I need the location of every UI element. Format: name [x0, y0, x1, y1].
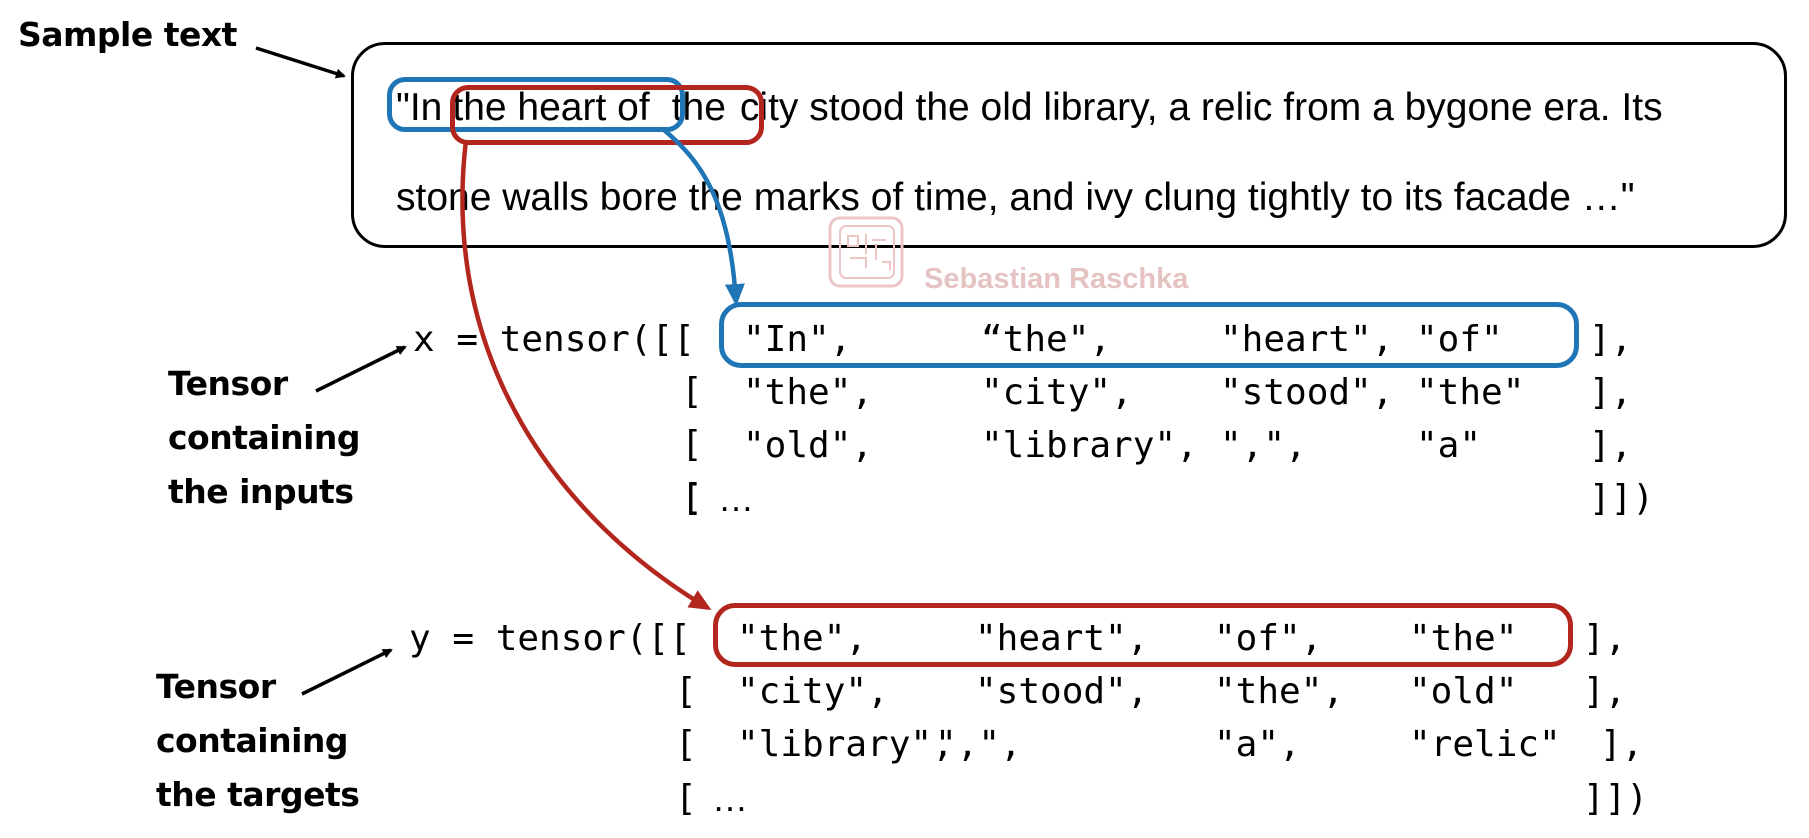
sample-label-arrow — [255, 46, 346, 79]
x-final-close: ]]) — [1589, 478, 1655, 519]
x-cell-3-3: ",", — [1220, 425, 1307, 466]
x-row-2-close: ], — [1589, 372, 1633, 413]
target-mapping-arrow — [460, 139, 712, 611]
y-row-4-bracket: [ — [675, 778, 697, 819]
watermark-seal-icon — [828, 216, 904, 288]
x-row-1-close: ], — [1589, 319, 1633, 360]
y-cell-2-1: "city", — [737, 671, 889, 712]
sample-text-label: Sample text — [18, 15, 237, 54]
x-row-4-ellipsis-text: … — [718, 478, 754, 519]
y-cell-1-1: "the", — [737, 618, 868, 659]
y-cell-3-1: "library", — [737, 724, 954, 765]
inputs-label-arrow — [315, 345, 407, 393]
sample-text-box — [351, 42, 1787, 248]
x-cell-2-4: "the" — [1416, 372, 1525, 413]
x-row-4-bracket: [ — [681, 478, 703, 519]
y-target-highlight — [713, 603, 1573, 667]
sample-phrase-heart: the heart of — [452, 86, 650, 129]
y-cell-2-4: "old" — [1409, 671, 1518, 712]
x-cell-3-4: "a" — [1416, 425, 1482, 466]
x-row-3-open: [ — [681, 477, 703, 518]
x-cell-3-1: "old", — [743, 425, 874, 466]
y-cell-2-2: "stood", — [975, 671, 1149, 712]
y-cell-1-3: "of", — [1214, 618, 1323, 659]
y-row-2-open: [ — [675, 671, 697, 712]
targets-tensor-label: Tensor containing the targets — [156, 667, 360, 814]
x-cell-1-2: “the", — [981, 319, 1112, 360]
x-cell-1-1: "In", — [743, 319, 852, 360]
y-tensor-prefix: y = tensor([[ — [409, 618, 691, 659]
y-cell-2-3: "the", — [1214, 671, 1345, 712]
x-row-1-open: [ — [681, 371, 703, 412]
y-cell-3-3: "a", — [1214, 724, 1301, 765]
y-row-2-close: ], — [1583, 671, 1627, 712]
y-final-close: ]]) — [1583, 778, 1649, 819]
x-cell-1-3: "heart", — [1220, 319, 1394, 360]
y-cell-1-4: "the" — [1409, 618, 1518, 659]
y-cell-3-2: ",", — [935, 724, 1022, 765]
y-row-3-close: ], — [1600, 724, 1644, 765]
label-pointer-arrows — [255, 46, 407, 696]
sample-target-highlight — [450, 85, 764, 145]
input-mapping-arrow — [662, 128, 745, 306]
sample-line-1-rest: city stood the old library, a relic from… — [739, 86, 1663, 129]
x-cell-3-2: "library", — [981, 425, 1198, 466]
watermark: Sebastian Raschka — [924, 263, 1189, 295]
sample-text-line-2: stone walls bore the marks of time, and … — [396, 176, 1635, 219]
inputs-tensor-label: Tensor containing the inputs — [168, 364, 361, 511]
x-cell-2-1: "the", — [743, 372, 874, 413]
y-row-3-open: [ — [675, 724, 697, 765]
y-row-1-close: ], — [1583, 618, 1627, 659]
x-cell-2-3: "stood", — [1220, 372, 1394, 413]
x-tensor-prefix: x = tensor([[ — [413, 319, 695, 360]
x-input-highlight — [719, 302, 1579, 368]
x-cell-2-2: "city", — [981, 372, 1133, 413]
y-row-4-ellipsis-text: … — [712, 778, 748, 819]
x-row-2-open: [ — [681, 424, 703, 465]
y-cell-3-4: "relic" — [1409, 724, 1561, 765]
x-cell-1-4: "of" — [1416, 319, 1503, 360]
y-cell-1-2: "heart", — [975, 618, 1149, 659]
sample-input-highlight — [387, 77, 685, 132]
x-row-3-close: ], — [1589, 425, 1633, 466]
targets-label-arrow — [301, 648, 393, 696]
